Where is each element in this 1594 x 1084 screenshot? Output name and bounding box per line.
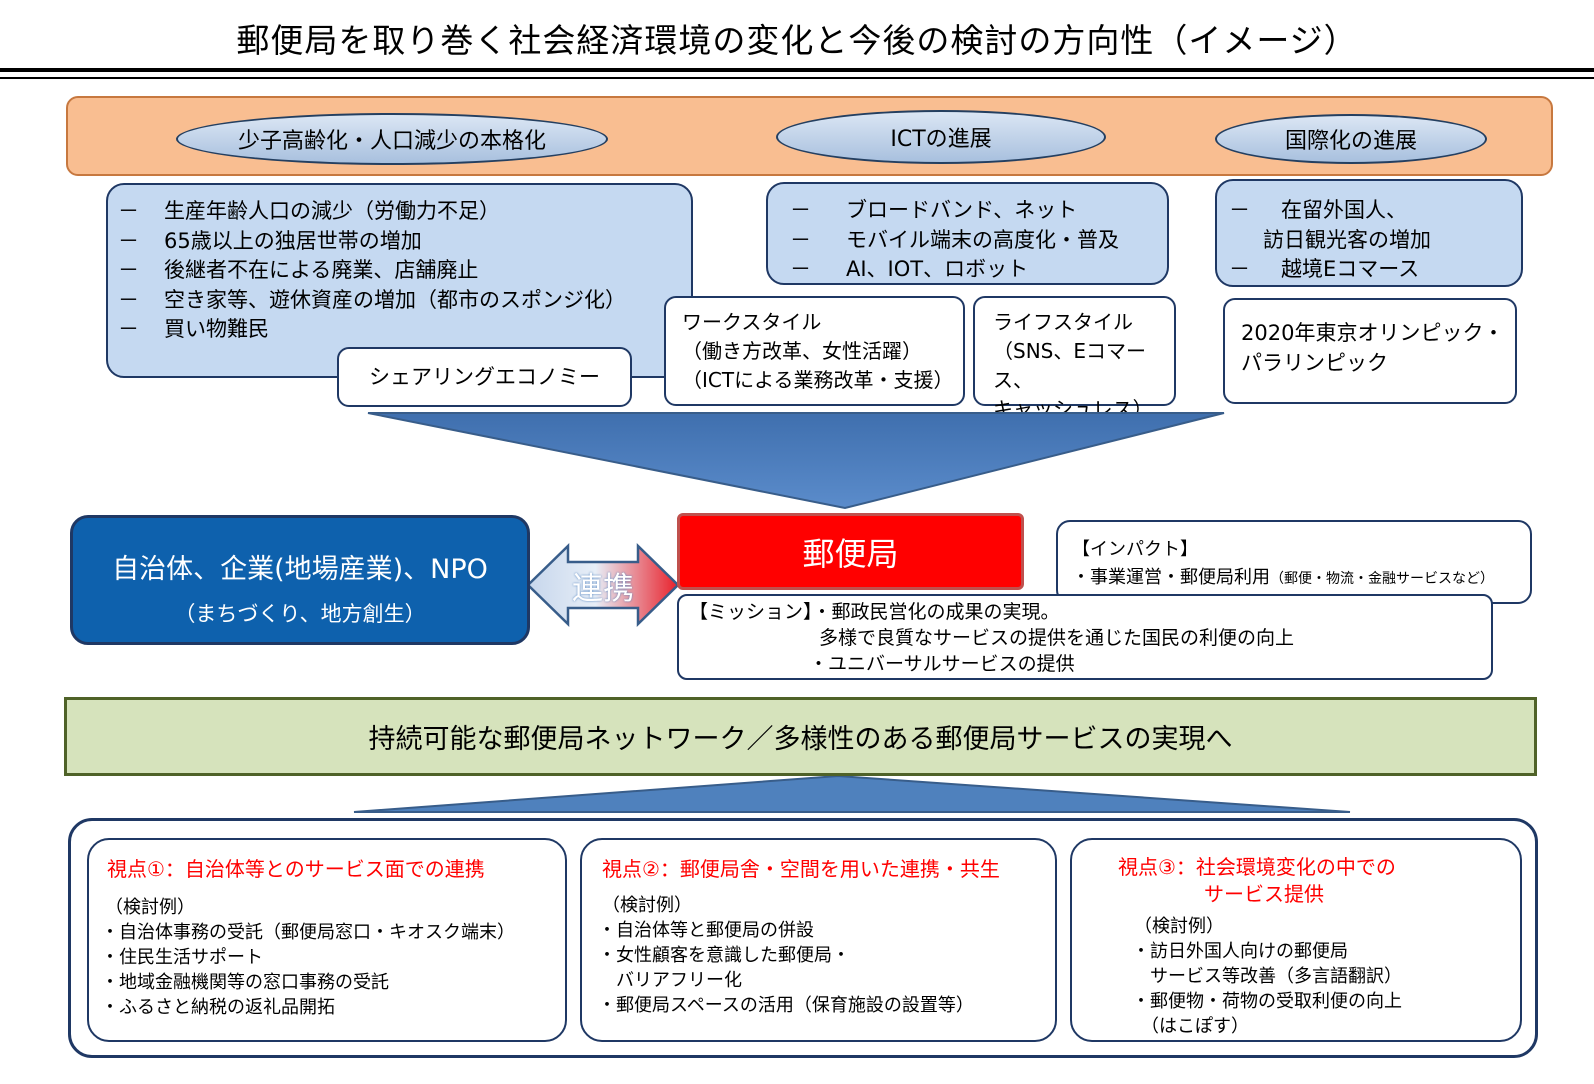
trend-intl-ellipse: 国際化の進展 bbox=[1215, 114, 1487, 164]
olympics-box: 2020年東京オリンピック・ パラリンピック bbox=[1223, 298, 1517, 404]
partners-subtitle: （まちづくり、地方創生） bbox=[174, 602, 426, 626]
list-item: －生産年齢人口の減少（労働力不足） bbox=[118, 199, 500, 223]
impact-heading: 【インパクト】 bbox=[1072, 539, 1198, 560]
down-arrow bbox=[367, 412, 1225, 510]
trend-intl-label: 国際化の進展 bbox=[1284, 129, 1417, 154]
list-item: －65歳以上の独居世帯の増加 bbox=[118, 228, 422, 253]
viewpoint-3-title-2: サービス提供 bbox=[1204, 882, 1324, 906]
workstyle-line: （ICTによる業務改革・支援） bbox=[682, 368, 954, 392]
viewpoint-3-sub: （検討例） bbox=[1134, 916, 1224, 937]
olympics-line: 2020年東京オリンピック・ bbox=[1241, 321, 1505, 345]
trend-aging-ellipse: 少子高齢化・人口減少の本格化 bbox=[176, 113, 608, 165]
list-item: －後継者不在による廃業、店舗廃止 bbox=[118, 258, 479, 282]
lifestyle-line: （SNS、Eコマース、 bbox=[993, 339, 1146, 392]
title-rule bbox=[0, 68, 1594, 72]
partners-box: 自治体、企業(地場産業)、NPO （まちづくり、地方創生） bbox=[70, 515, 530, 645]
workstyle-line: （働き方改革、女性活躍） bbox=[682, 339, 922, 363]
workstyle-title: ワークスタイル bbox=[682, 310, 822, 334]
viewpoint-2-sub: （検討例） bbox=[602, 895, 692, 916]
list-item: バリアフリー化 bbox=[598, 970, 742, 991]
up-arrow bbox=[353, 774, 1351, 813]
list-item: ・自治体等と郵便局の併設 bbox=[598, 920, 814, 941]
mission-box: 【ミッション】・郵政民営化の成果の実現。 多様で良質なサービスの提供を通じた国民… bbox=[677, 594, 1493, 680]
page-title: 郵便局を取り巻く社会経済環境の変化と今後の検討の方向性（イメージ） bbox=[236, 21, 1358, 60]
intl-details-box: －在留外国人、 訪日観光客の増加 －越境Eコマース bbox=[1215, 179, 1523, 287]
viewpoint-3-title: 視点③：社会環境変化の中での bbox=[1118, 855, 1396, 879]
lifestyle-box: ライフスタイル （SNS、Eコマース、 キャッシュレス） bbox=[973, 296, 1176, 421]
impact-line: ・事業運営・郵便局利用（郵便・物流・金融サービスなど） bbox=[1072, 567, 1494, 588]
list-item: サービス等改善（多言語翻訳） bbox=[1132, 966, 1402, 987]
sharing-economy-box: シェアリングエコノミー bbox=[337, 347, 632, 407]
trend-ict-label: ICTの進展 bbox=[890, 127, 992, 152]
list-item: －モバイル端末の高度化・普及 bbox=[790, 227, 1119, 252]
list-item: －空き家等、遊休資産の増加（都市のスポンジ化） bbox=[118, 287, 626, 312]
list-item: －ブロードバンド、ネット bbox=[790, 198, 1078, 222]
list-item: ・地域金融機関等の窓口事務の受託 bbox=[101, 972, 389, 993]
list-item: －買い物難民 bbox=[118, 317, 269, 341]
list-item: ・郵便局スペースの活用（保育施設の設置等） bbox=[598, 995, 974, 1016]
list-item: －越境Eコマース bbox=[1229, 257, 1420, 281]
mission-line: ・ユニバーサルサービスの提供 bbox=[809, 653, 1075, 675]
list-item: ・女性顧客を意識した郵便局・ bbox=[598, 945, 850, 966]
sharing-economy-label: シェアリングエコノミー bbox=[369, 364, 600, 389]
list-item: （はこぽす） bbox=[1132, 1016, 1249, 1037]
viewpoint-1-box: 視点①：自治体等とのサービス面での連携 （検討例） ・自治体事務の受託（郵便局窓… bbox=[87, 838, 567, 1042]
impact-box: 【インパクト】 ・事業運営・郵便局利用（郵便・物流・金融サービスなど） bbox=[1056, 520, 1532, 604]
title-rule-thin bbox=[0, 77, 1594, 79]
post-office-label: 郵便局 bbox=[802, 534, 899, 573]
partners-title: 自治体、企業(地場産業)、NPO bbox=[112, 554, 488, 585]
trend-aging-label: 少子高齢化・人口減少の本格化 bbox=[237, 129, 546, 154]
collaboration-label: 連携 bbox=[572, 571, 634, 607]
viewpoint-1-title: 視点①：自治体等とのサービス面での連携 bbox=[107, 857, 485, 881]
list-item: ・住民生活サポート bbox=[101, 947, 263, 968]
goal-band: 持続可能な郵便局ネットワーク／多様性のある郵便局サービスの実現へ bbox=[64, 697, 1537, 776]
viewpoint-3-box: 視点③：社会環境変化の中での サービス提供 （検討例） ・訪日外国人向けの郵便局… bbox=[1070, 838, 1522, 1042]
post-office-box: 郵便局 bbox=[677, 513, 1024, 590]
trend-ict-ellipse: ICTの進展 bbox=[776, 110, 1106, 164]
list-item: ・自治体事務の受託（郵便局窓口・キオスク端末） bbox=[101, 922, 515, 943]
list-item: －AI、IOT、ロボット bbox=[790, 257, 1029, 281]
lifestyle-title: ライフスタイル bbox=[993, 310, 1133, 334]
workstyle-box: ワークスタイル （働き方改革、女性活躍） （ICTによる業務改革・支援） bbox=[664, 296, 965, 406]
list-item: ・ふるさと納税の返礼品開拓 bbox=[101, 997, 335, 1018]
ict-details-box: －ブロードバンド、ネット －モバイル端末の高度化・普及 －AI、IOT、ロボット bbox=[766, 182, 1169, 285]
list-item: ・郵便物・荷物の受取利便の向上 bbox=[1132, 991, 1402, 1012]
mission-line: 多様で良質なサービスの提供を通じた国民の利便の向上 bbox=[819, 627, 1295, 649]
list-item: ・訪日外国人向けの郵便局 bbox=[1132, 941, 1348, 962]
viewpoint-1-sub: （検討例） bbox=[105, 897, 195, 918]
olympics-line: パラリンピック bbox=[1241, 351, 1388, 375]
viewpoint-2-title: 視点②：郵便局舎・空間を用いた連携・共生 bbox=[602, 857, 1000, 881]
list-item: －在留外国人、 bbox=[1229, 198, 1407, 222]
goal-label: 持続可能な郵便局ネットワーク／多様性のある郵便局サービスの実現へ bbox=[368, 724, 1233, 755]
mission-line: 【ミッション】・郵政民営化の成果の実現。 bbox=[689, 601, 1060, 623]
list-item: 訪日観光客の増加 bbox=[1263, 227, 1431, 252]
aging-details-box: －生産年齢人口の減少（労働力不足） －65歳以上の独居世帯の増加 －後継者不在に… bbox=[106, 183, 693, 378]
viewpoint-2-box: 視点②：郵便局舎・空間を用いた連携・共生 （検討例） ・自治体等と郵便局の併設 … bbox=[580, 838, 1057, 1042]
